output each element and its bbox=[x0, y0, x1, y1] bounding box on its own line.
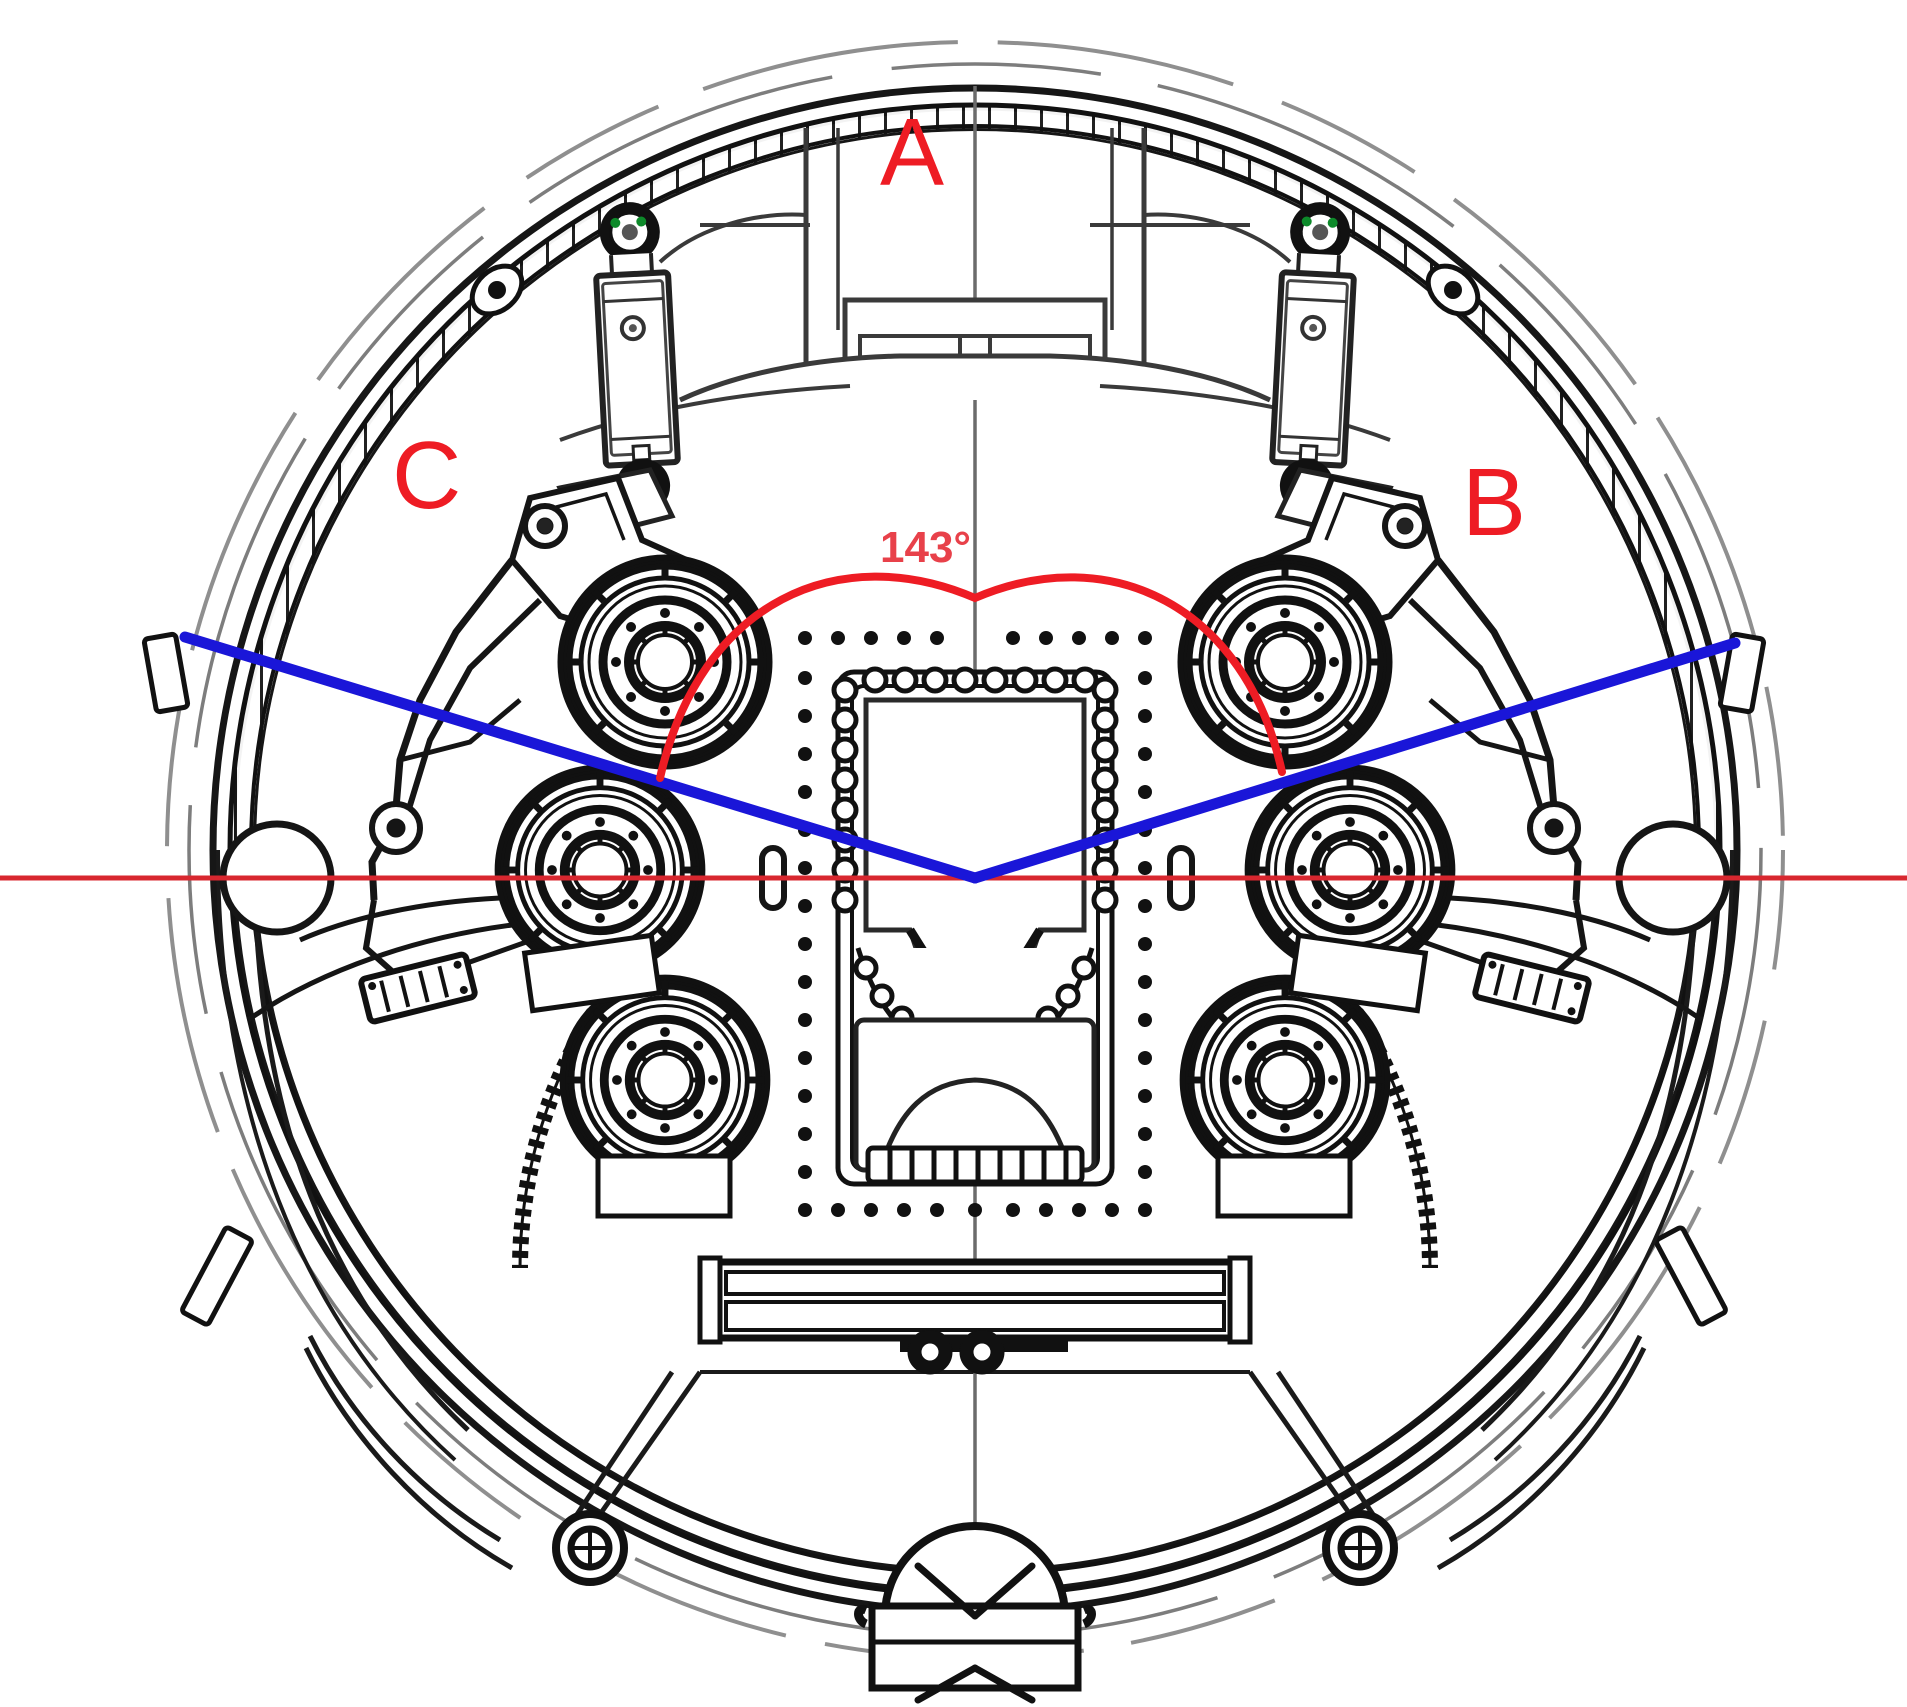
blue-angle-lines bbox=[179, 631, 1741, 884]
bolt-hole-grid bbox=[798, 631, 1152, 1217]
angle-label-143: 143° bbox=[880, 523, 972, 572]
bottom-hub-assembly bbox=[854, 1522, 1096, 1704]
support-leg-right bbox=[1247, 1334, 1647, 1586]
cutter-motor-housings bbox=[521, 932, 1429, 1219]
support-leg-left bbox=[303, 1334, 703, 1586]
label-b: B bbox=[1462, 449, 1527, 556]
center-module bbox=[798, 631, 1152, 1217]
angle-arc-143 bbox=[656, 572, 1286, 782]
lower-bulkhead-beam bbox=[697, 1255, 1253, 1375]
cutter-lower-left bbox=[567, 982, 763, 1178]
cutter-mid-right bbox=[1252, 772, 1448, 968]
cutter-upper-right bbox=[1185, 562, 1385, 762]
cutter-lower-right bbox=[1187, 982, 1383, 1178]
cutter-mid-left bbox=[502, 772, 698, 968]
cutter-upper-left bbox=[565, 562, 765, 762]
upper-bridge-structure bbox=[559, 128, 1391, 442]
label-c: C bbox=[392, 422, 462, 529]
cutterhead-body-outline bbox=[216, 849, 1734, 1462]
label-a: A bbox=[880, 99, 945, 206]
center-flange bbox=[831, 666, 1119, 1187]
